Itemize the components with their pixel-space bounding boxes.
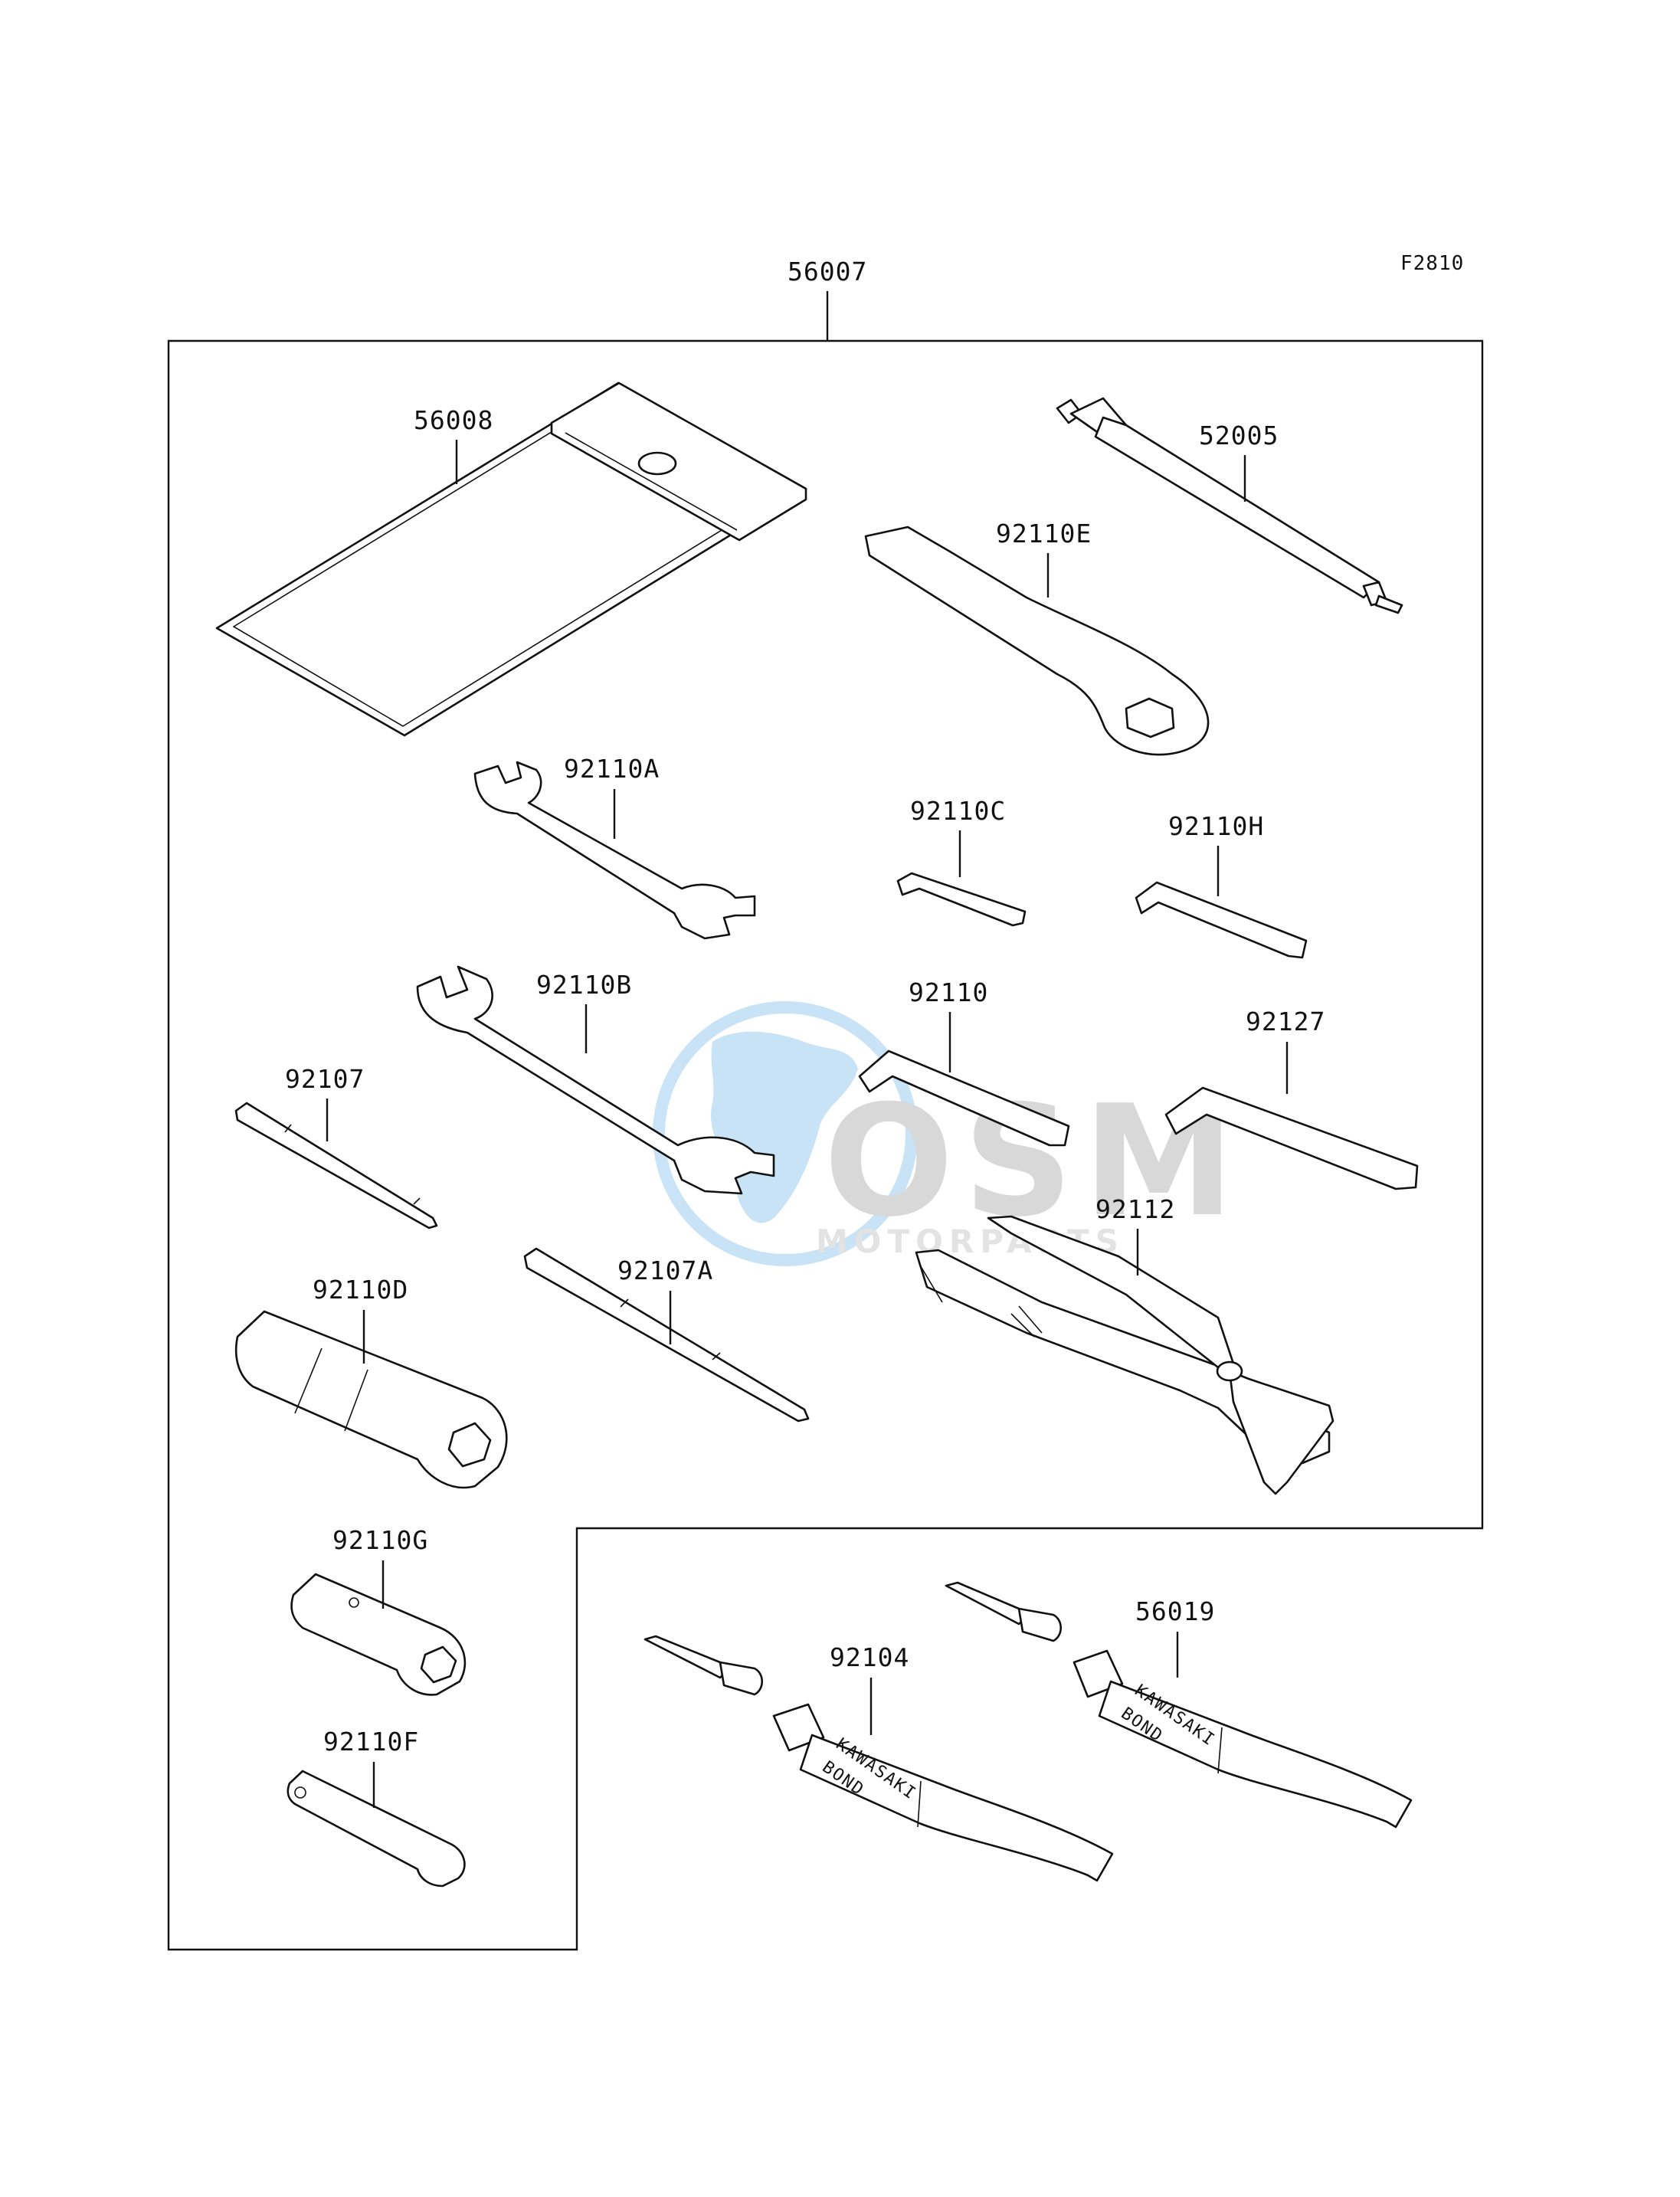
part-label-92110D[interactable]: 92110D (313, 1275, 408, 1305)
screwdriver-double-end[interactable] (523, 1247, 810, 1423)
part-label-56019[interactable]: 56019 (1135, 1596, 1215, 1626)
spark-plug-wrench-medium[interactable] (290, 1573, 467, 1696)
pliers[interactable] (915, 1215, 1335, 1495)
part-label-92107A[interactable]: 92107A (617, 1256, 713, 1285)
screwdriver-bit-phillips[interactable] (234, 1102, 438, 1229)
hex-key-large[interactable] (858, 1049, 1070, 1147)
part-label-92110C[interactable]: 92110C (910, 796, 1006, 826)
bond-tube-92104[interactable]: KAWASAKI BOND (644, 1635, 1114, 1882)
part-label-92110B[interactable]: 92110B (536, 970, 632, 1000)
open-end-wrench-small[interactable] (473, 761, 756, 940)
spark-plug-wrench-large[interactable] (234, 1310, 508, 1489)
part-label-56007[interactable]: 56007 (788, 257, 867, 286)
part-label-92110G[interactable]: 92110G (332, 1525, 428, 1555)
part-label-92104[interactable]: 92104 (830, 1642, 909, 1672)
assembly-outline (167, 339, 1484, 1951)
part-label-92110F[interactable]: 92110F (323, 1727, 419, 1757)
part-label-92110A[interactable]: 92110A (564, 754, 660, 784)
tool-bag[interactable] (215, 381, 807, 737)
part-label-92127[interactable]: 92127 (1246, 1007, 1325, 1036)
part-label-92110H[interactable]: 92110H (1168, 811, 1264, 841)
part-label-92110E[interactable]: 92110E (996, 519, 1092, 548)
part-label-92110[interactable]: 92110 (909, 977, 988, 1007)
osm-watermark: OSM MOTORPARTS (653, 1001, 1244, 1266)
hex-key-xlarge[interactable] (1164, 1086, 1419, 1190)
open-end-wrench-large[interactable] (416, 965, 775, 1195)
box-wrench[interactable] (864, 526, 1210, 756)
hex-key-medium[interactable] (1135, 881, 1308, 959)
part-label-56008[interactable]: 56008 (414, 405, 493, 435)
part-label-92107[interactable]: 92107 (285, 1064, 365, 1094)
hex-key-small[interactable] (896, 872, 1027, 927)
spark-plug-wrench-small[interactable] (287, 1770, 466, 1888)
figure-code: F2810 (1400, 252, 1464, 275)
part-label-92112[interactable]: 92112 (1095, 1194, 1175, 1224)
tire-pressure-gauge[interactable] (1056, 397, 1403, 614)
watermark-brand: OSM (824, 1072, 1244, 1251)
part-label-52005[interactable]: 52005 (1199, 421, 1279, 450)
